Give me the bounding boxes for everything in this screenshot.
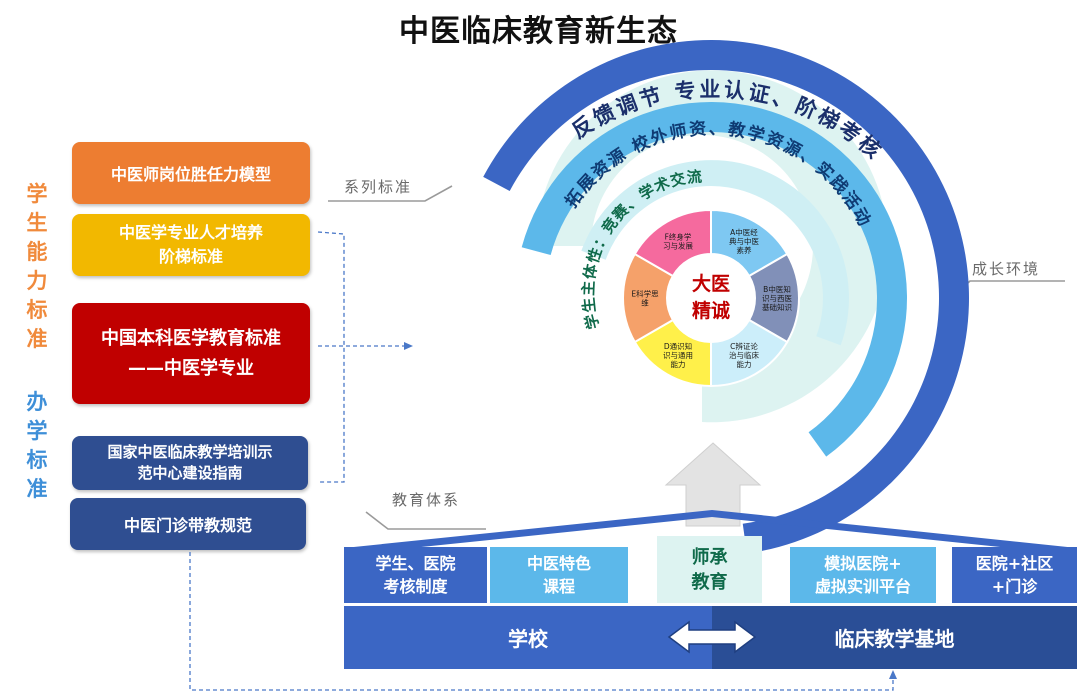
- series-standard-tag: 系列标准: [344, 178, 413, 196]
- undergrad-standard-box: 中国本科医学教育标准 ——中医学专业: [72, 303, 310, 404]
- pillar-curriculum: 中医特色 课程: [490, 547, 628, 603]
- center-circle: [667, 254, 755, 342]
- teaching-center-guide-box: 国家中医临床教学培训示 范中心建设指南: [72, 436, 308, 490]
- center-text-line2: 精诚: [692, 299, 730, 322]
- series-tag-leader: [328, 185, 453, 202]
- training-ladder-box: 中医学专业人才培养 阶梯标准: [72, 214, 310, 276]
- outpatient-teaching-box: 中医门诊带教规范: [70, 498, 306, 550]
- student-arc-band: [581, 160, 849, 346]
- teaching-center-guide-label: 国家中医临床教学培训示 范中心建设指南: [107, 443, 273, 482]
- education-tag-leader: [365, 511, 486, 530]
- undergrad-standard-label: 中国本科医学教育标准 ——中医学专业: [101, 327, 281, 379]
- page-title: 中医临床教育新生态: [399, 14, 678, 49]
- pillar-simulation-label: 模拟医院+ 虚拟实训平台: [814, 554, 911, 596]
- pillar-assessment-label: 学生、医院 考核制度: [375, 554, 456, 596]
- dashed-pointer-arrowhead: [404, 342, 413, 350]
- education-system-tag: 教育体系: [392, 491, 461, 509]
- training-ladder-label: 中医学专业人才培养 阶梯标准: [118, 223, 263, 266]
- pie-segment-label: C辨证论治与临床能力: [729, 341, 759, 369]
- competency-pie: A中医经典与中医素养 B中医知识与西医基础知识 C辨证论治与临床能力 D通识知识与通用…: [622, 208, 800, 388]
- base-school: 学校: [344, 606, 712, 669]
- schooling-standard-label: 办学标准: [26, 390, 48, 501]
- pillar-curriculum-label: 中医特色 课程: [526, 554, 591, 596]
- pie-segment-label: A中医经典与中医素养: [729, 227, 759, 255]
- dashed-loop-arrowhead: [889, 670, 897, 679]
- up-arrow: [664, 442, 762, 527]
- pie-segment-label: F终身学习与发展: [663, 231, 693, 250]
- outpatient-teaching-label: 中医门诊带教规范: [123, 516, 252, 535]
- center-text-line1: 大医: [692, 272, 730, 295]
- pillar-simulation: 模拟医院+ 虚拟实训平台: [790, 547, 936, 603]
- pie-segment-label: B中医知识与西医基础知识: [762, 284, 792, 312]
- double-arrow-icon: [667, 620, 757, 654]
- competency-model-box: 中医师岗位胜任力模型: [72, 142, 310, 204]
- pie-segment-label: D通识知识与通用能力: [663, 341, 693, 369]
- base-clinical-site: 临床教学基地: [712, 606, 1077, 669]
- competency-model-label: 中医师岗位胜任力模型: [110, 165, 271, 184]
- base-clinical-site-label: 临床教学基地: [834, 627, 955, 651]
- pie-segment-label: E科学思维: [631, 289, 659, 308]
- pillar-community: 医院+社区 +门诊: [952, 547, 1077, 603]
- pillar-mentorship-label: 师承 教育: [691, 546, 728, 593]
- competency-standard-label: 学生能力标准: [26, 182, 48, 351]
- growth-environment-tag: 成长环境: [972, 260, 1041, 278]
- pillar-community-label: 医院+社区 +门诊: [975, 554, 1054, 596]
- pillar-assessment: 学生、医院 考核制度: [344, 547, 487, 603]
- dashed-bracket: [317, 231, 345, 483]
- dashed-feedback-loop: [189, 552, 894, 691]
- pillar-mentorship: 师承 教育: [657, 536, 762, 603]
- base-school-label: 学校: [508, 627, 548, 651]
- inner-pale-band: [536, 70, 888, 423]
